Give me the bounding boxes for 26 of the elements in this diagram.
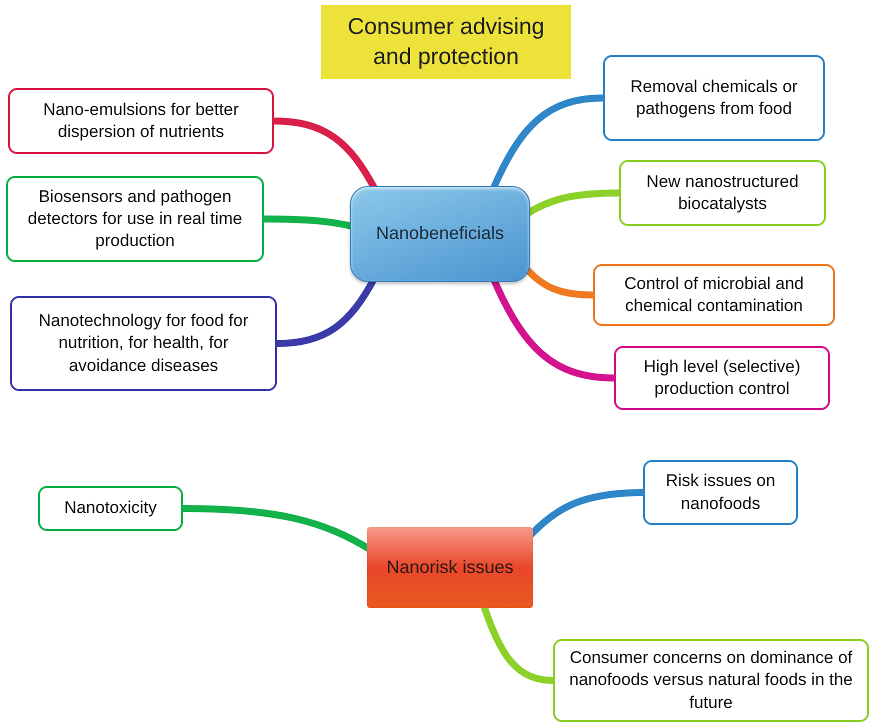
subtopic-box [593,264,835,326]
subtopic-box [643,460,798,525]
node-label: Nanorisk issues [386,556,514,579]
node-label: Nanobeneficials [376,222,504,246]
node-label: Nanotoxicity [64,497,157,520]
subtopic-box [619,160,826,226]
title-banner [321,5,571,79]
topic-box [367,527,533,608]
node-label: Removal chemicals or pathogens from food [629,76,799,120]
node-label: Consumer advising and protection [346,12,546,71]
node-label: Risk issues on nanofoods [664,470,776,514]
subtopic-box [10,296,277,391]
node-label: Consumer concerns on dominance of nanofoods versus natural foods in the future [568,647,854,714]
node-label: High level (selective) production control [642,356,802,400]
node-label: New nanostructured biocatalysts [645,170,800,215]
node-label: Nano-emulsions for better dispersion of nutrients [42,98,240,143]
node-label: Nanotechnology for food for nutrition, for health, for avoidance diseases [38,310,250,377]
subtopic-box [8,88,274,154]
node-label: Control of microbial and chemical contamination [623,272,805,317]
subtopic-box [553,639,869,722]
topic-box [350,186,530,282]
subtopic-box [603,55,825,141]
subtopic-box [6,176,264,262]
subtopic-box [38,486,183,531]
subtopic-box [614,346,830,410]
node-label: Biosensors and pathogen detectors for use in real time production [26,186,244,252]
